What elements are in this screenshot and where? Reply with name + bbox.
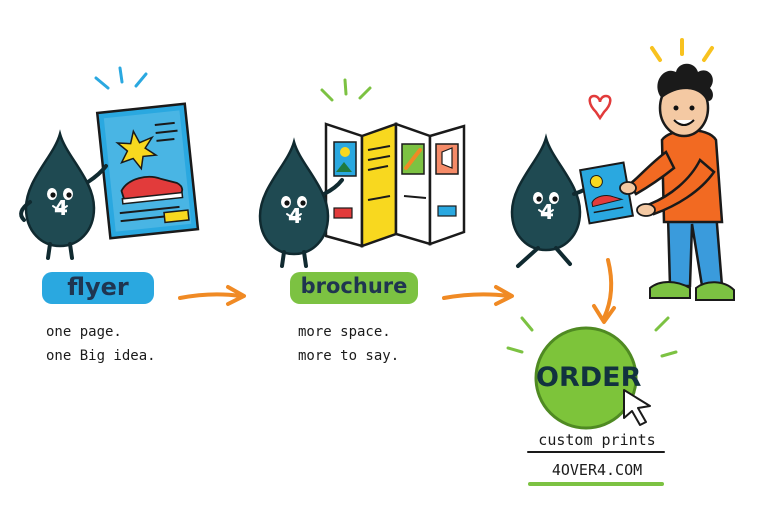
spark-lines-icon xyxy=(320,78,372,102)
mascot-badge: 4 xyxy=(54,196,68,220)
brochure-highlight xyxy=(290,272,418,304)
flow-arrow-2 xyxy=(442,292,510,300)
order-site-link[interactable]: 4OVER4.COM xyxy=(551,461,643,479)
order-section xyxy=(506,316,678,486)
step-title-flyer: flyer xyxy=(67,273,129,301)
excitement-marks-icon xyxy=(650,38,714,62)
step-caption-flyer: one page. one Big idea. xyxy=(46,320,206,368)
water-drop-mascot-icon xyxy=(19,132,108,260)
brochure-section xyxy=(258,78,466,268)
person-icon xyxy=(619,63,735,301)
mascot-badge: 4 xyxy=(288,204,302,228)
flyer-section xyxy=(19,66,200,260)
trifold-brochure-icon xyxy=(324,122,466,248)
heart-icon xyxy=(588,94,612,121)
step-title-brochure: brochure xyxy=(300,274,408,298)
flyer-sheet-icon xyxy=(95,102,200,240)
sneaker-icon xyxy=(120,175,184,205)
flow-arrow-3 xyxy=(602,258,614,320)
order-button-label[interactable]: ORDER xyxy=(536,362,642,393)
flow-arrow-1 xyxy=(178,292,242,300)
mascot-badge: 4 xyxy=(540,200,554,224)
caption-line: one Big idea. xyxy=(46,348,156,364)
spark-lines-icon xyxy=(94,66,148,90)
water-drop-mascot-icon xyxy=(258,140,344,268)
caption-line: more space. xyxy=(298,324,391,340)
spark-lines-icon xyxy=(506,316,678,358)
flyer-sheet-icon xyxy=(579,161,635,225)
order-button-circle[interactable] xyxy=(534,326,638,430)
order-subtitle: custom prints xyxy=(538,431,656,449)
handoff-section xyxy=(510,38,735,324)
caption-line: one page. xyxy=(46,324,122,340)
caption-line: more to say. xyxy=(298,348,400,364)
step-caption-brochure: more space. more to say. xyxy=(298,320,458,368)
cursor-arrow-icon xyxy=(623,389,651,426)
flyer-highlight xyxy=(42,272,154,304)
